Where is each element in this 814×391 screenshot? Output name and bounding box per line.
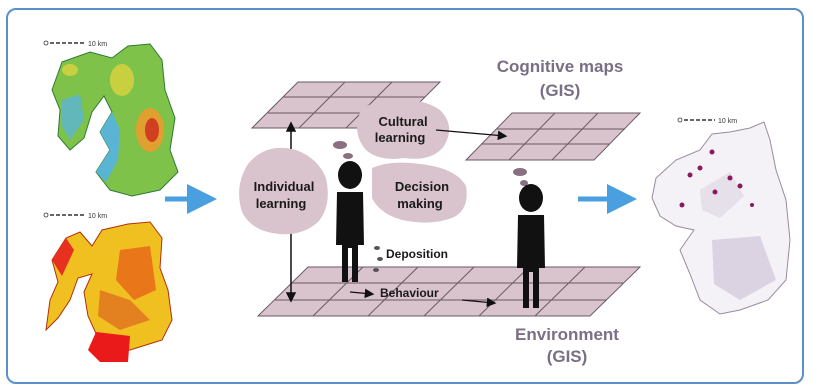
deposition-dot [377, 257, 383, 261]
person-left-icon [336, 161, 364, 282]
individual-label-line2: learning [256, 196, 307, 211]
elevation-scale-bar: 10 km [43, 40, 107, 48]
thought-dot [513, 168, 527, 176]
output-scale-bar: 10 km [677, 117, 737, 125]
decision-label-line2: making [397, 196, 443, 211]
cultural-label-line1: Cultural [378, 114, 427, 129]
environment-title: Environment [515, 325, 619, 344]
output-map [651, 121, 791, 315]
thought-dot [333, 141, 347, 149]
slope-map [45, 221, 173, 362]
individual-label-line1: Individual [254, 179, 315, 194]
behaviour-arrow-left [349, 288, 375, 299]
deposition-dot [374, 246, 380, 250]
slope-scale-label: 10 km [88, 213, 107, 220]
cultural-label-line2: learning [375, 130, 426, 145]
cognitive-grid-right [464, 112, 642, 161]
environment-subtitle: (GIS) [547, 347, 588, 366]
deposition-label: Deposition [386, 247, 448, 261]
cultural-arrow [435, 129, 508, 141]
environment-grid [256, 266, 642, 317]
cultural-learning-bubble [357, 101, 450, 159]
decision-label-line1: Decision [395, 179, 449, 194]
slope-scale-bar: 10 km [43, 212, 107, 220]
cognitive-maps-title: Cognitive maps [497, 57, 624, 76]
thought-dot [343, 153, 353, 159]
thought-dot [520, 180, 528, 186]
elevation-scale-label: 10 km [88, 41, 107, 48]
decision-making-bubble [372, 162, 467, 223]
individual-learning-bubble [239, 147, 328, 235]
person-right-icon [517, 184, 545, 308]
output-scale-label: 10 km [718, 118, 737, 125]
deposition-dot [373, 268, 379, 272]
behaviour-arrow-right [461, 297, 497, 308]
behaviour-label: Behaviour [380, 286, 439, 300]
elevation-map [51, 43, 179, 197]
cognitive-maps-subtitle: (GIS) [540, 81, 581, 100]
